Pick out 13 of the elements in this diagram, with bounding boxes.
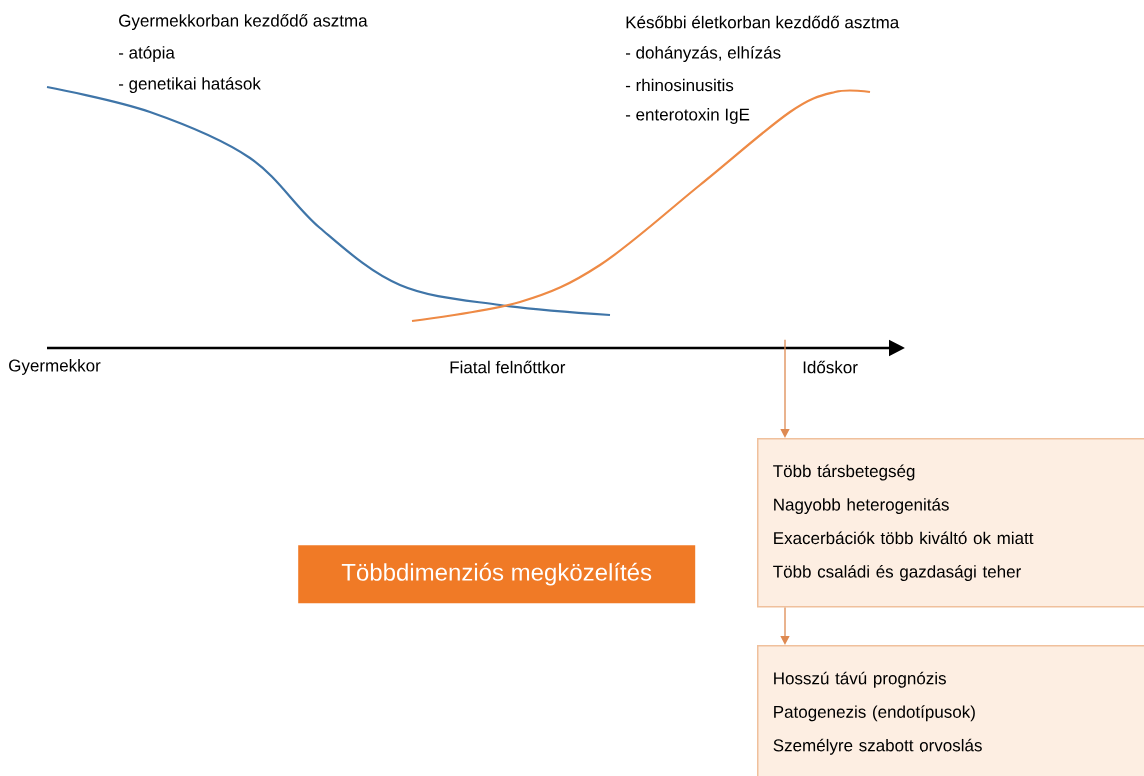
highlight-box: Többdimenziós megközelítés: [298, 545, 696, 604]
arrow: [780, 606, 790, 645]
arrow: [780, 339, 790, 438]
bullet-item: - dohányzás, elhízás: [625, 46, 781, 62]
heading: Gyermekkorban kezdődő asztma: [119, 14, 368, 30]
list-box: Hosszú távú prognózis Patogenezis (endotípusok) Személyre szabott orvoslás: [757, 645, 1144, 776]
list-box: Több társbetegség Nagyobb heterogenitás Exacerbációk több kiváltó ok miatt Több családi és gazdasági teher: [757, 438, 1144, 608]
bullet-item: - genetikai hatások: [118, 77, 261, 93]
bullet-item: - enterotoxin IgE: [625, 108, 750, 124]
bullet-item: - atópia: [118, 46, 175, 62]
heading: Későbbi életkorban kezdődő asztma: [626, 15, 900, 29]
bullet-item: - rhinosinusitis: [625, 78, 734, 92]
axis-label: Gyermekkor: [9, 359, 101, 375]
